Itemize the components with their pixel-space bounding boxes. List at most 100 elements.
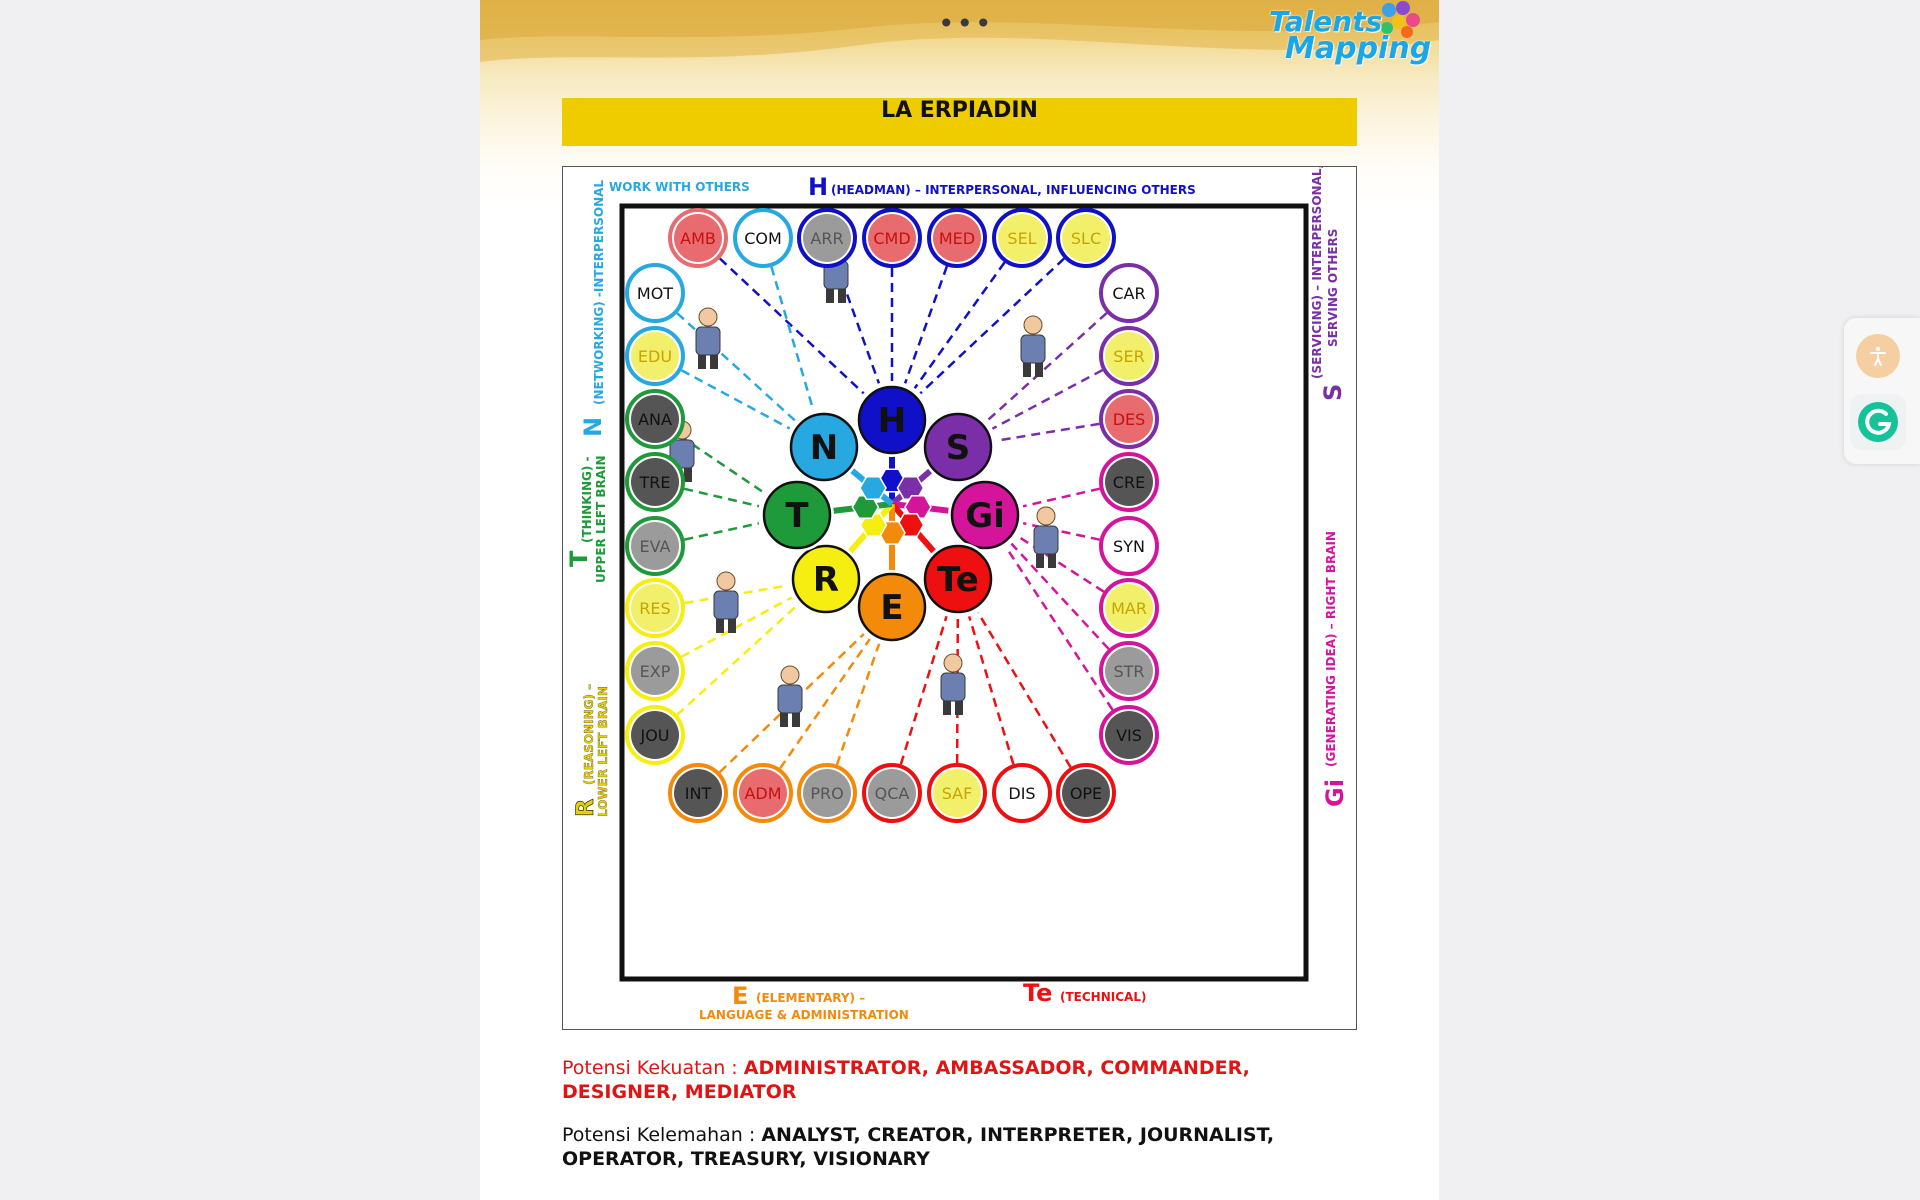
label-n-letter: N bbox=[579, 417, 607, 437]
talent-code-label: DES bbox=[1113, 410, 1146, 429]
talent-bubble-ana bbox=[631, 395, 679, 443]
center-node-gi bbox=[950, 480, 1020, 550]
talent-code-label: SEL bbox=[1007, 229, 1036, 248]
center-node-te bbox=[923, 544, 993, 614]
talent-code-label: MAR bbox=[1111, 599, 1147, 618]
label-r-letter: R bbox=[571, 799, 599, 817]
more-options-icon[interactable]: ••• bbox=[938, 7, 994, 40]
weakness-value: ANALYST, CREATOR, INTERPRETER, JOURNALIS… bbox=[562, 1124, 1275, 1170]
label-gi-desc: (GENERATING IDEA) – RIGHT BRAIN bbox=[1324, 531, 1338, 767]
connector-line bbox=[996, 422, 1100, 442]
talent-bubble-car bbox=[1105, 269, 1153, 317]
talent-bubble-res bbox=[631, 584, 679, 632]
center-node-label: Gi bbox=[965, 496, 1005, 536]
connector-line bbox=[1010, 542, 1110, 650]
talent-bubble-cmd bbox=[868, 214, 916, 262]
talent-bubble-arr bbox=[803, 214, 851, 262]
label-gi-letter: Gi bbox=[1321, 779, 1349, 807]
talent-code-label: ADM bbox=[744, 784, 781, 803]
connector-line bbox=[779, 638, 871, 770]
talent-code-label: EDU bbox=[638, 347, 672, 366]
talent-bubble-med bbox=[933, 214, 981, 262]
center-node-label: H bbox=[878, 401, 906, 441]
talent-bubble-syn bbox=[1105, 522, 1153, 570]
talent-bubble-int bbox=[674, 769, 722, 817]
talent-bubble-qca bbox=[868, 769, 916, 817]
connector-line bbox=[919, 257, 1065, 395]
label-r-desc2: LOWER LEFT BRAIN bbox=[596, 686, 610, 817]
connector-line bbox=[719, 257, 865, 395]
cartoon-figure bbox=[695, 307, 721, 369]
talent-bubble-vis bbox=[1105, 711, 1153, 759]
floating-side-toolbar bbox=[1844, 318, 1920, 464]
talent-code-label: DIS bbox=[1008, 784, 1035, 803]
talent-bubble-amb bbox=[674, 214, 722, 262]
connector-line bbox=[903, 265, 949, 384]
label-e-desc1: (ELEMENTARY) – bbox=[756, 991, 865, 1005]
connector-line bbox=[976, 611, 1072, 768]
talent-code-label: MOT bbox=[637, 284, 673, 303]
center-node-h bbox=[857, 385, 927, 455]
connector-line bbox=[770, 266, 815, 410]
talent-code-label: AMB bbox=[680, 229, 716, 248]
talent-code-label: SYN bbox=[1113, 537, 1145, 556]
connector-line bbox=[1005, 546, 1114, 711]
label-te-letter: Te bbox=[1023, 979, 1052, 1007]
talent-code-label: OPE bbox=[1070, 784, 1102, 803]
talent-code-label: JOU bbox=[639, 726, 669, 745]
hub-hexagon bbox=[859, 512, 888, 538]
label-t-desc1: (THINKING) - bbox=[580, 456, 594, 543]
talent-code-label: RES bbox=[639, 599, 670, 618]
strength-value: ADMINISTRATOR, AMBASSADOR, COMMANDER, DE… bbox=[562, 1057, 1250, 1103]
center-node-label: S bbox=[946, 428, 971, 468]
talent-code-label: SAF bbox=[942, 784, 973, 803]
talent-bubble-eva bbox=[631, 522, 679, 570]
talent-bubble-slc bbox=[1062, 214, 1110, 262]
grammarly-button[interactable] bbox=[1850, 394, 1906, 450]
accessibility-icon bbox=[1870, 346, 1886, 366]
talent-bubble-edu bbox=[631, 332, 679, 380]
connector-line bbox=[991, 368, 1104, 430]
weakness-label: Potensi Kelemahan : bbox=[562, 1124, 762, 1146]
talent-bubble-com bbox=[739, 214, 787, 262]
talent-code-label: EVA bbox=[640, 537, 671, 556]
label-te-desc: (TECHNICAL) bbox=[1060, 990, 1146, 1004]
talents-mapping-logo: Talents Mapping bbox=[1263, 0, 1431, 75]
header-wave-decoration bbox=[480, 0, 1439, 62]
talent-code-label: SLC bbox=[1071, 229, 1101, 248]
label-e-letter: E bbox=[732, 982, 748, 1010]
talent-bubble-adm bbox=[739, 769, 787, 817]
connector-line bbox=[955, 617, 960, 764]
label-s-desc1: (SERVICING) – INTERPERSONAL, bbox=[1310, 167, 1324, 379]
talent-code-label: VIS bbox=[1116, 726, 1142, 745]
logo-text-mapping: Mapping bbox=[1285, 31, 1432, 66]
label-h-desc: (HEADMAN) – INTERPERSONAL, INFLUENCING O… bbox=[831, 183, 1196, 197]
label-t-letter: T bbox=[565, 550, 593, 567]
talent-bubble-ser bbox=[1105, 332, 1153, 380]
talent-bubble-tre bbox=[631, 458, 679, 506]
grammarly-icon bbox=[1858, 402, 1898, 442]
talent-code-label: CMD bbox=[873, 229, 910, 248]
center-node-e bbox=[857, 572, 927, 642]
cartoon-figure bbox=[1020, 315, 1046, 377]
cartoon-figure bbox=[940, 653, 966, 715]
diagram-border bbox=[619, 203, 1309, 982]
center-node-t bbox=[762, 480, 832, 550]
talent-bubble-ope bbox=[1062, 769, 1110, 817]
label-work-with-others: WORK WITH OTHERS bbox=[609, 180, 750, 194]
talent-bubble-str bbox=[1105, 647, 1153, 695]
connector-line bbox=[967, 616, 1015, 765]
talent-bubble-saf bbox=[933, 769, 981, 817]
connector-line bbox=[683, 487, 760, 508]
hub-hexagon bbox=[859, 476, 887, 501]
talent-bubble-mot bbox=[631, 269, 679, 317]
accessibility-button[interactable] bbox=[1856, 334, 1900, 378]
talent-code-label: STR bbox=[1113, 662, 1144, 681]
talent-code-label: COM bbox=[744, 229, 782, 248]
talent-code-label: SER bbox=[1113, 347, 1144, 366]
label-r-desc1: (REASONING) – bbox=[582, 684, 596, 785]
label-t-desc2: UPPER LEFT BRAIN bbox=[594, 455, 608, 583]
